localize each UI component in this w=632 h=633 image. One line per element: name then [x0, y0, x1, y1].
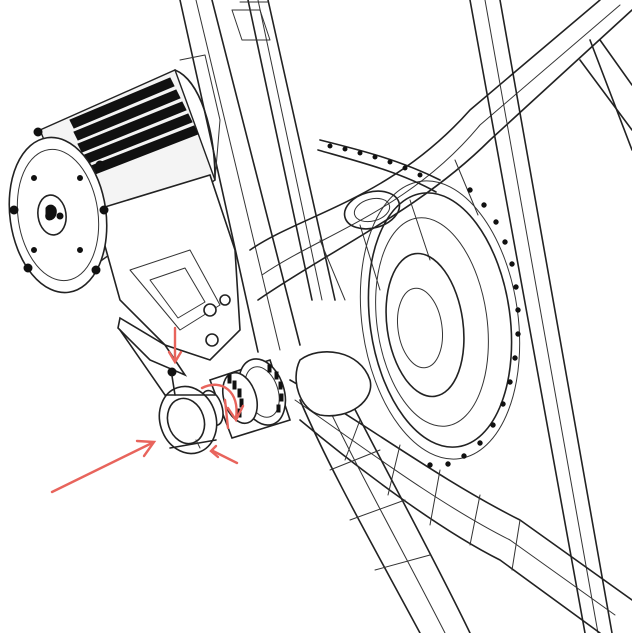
chainring-icon: [317, 139, 521, 468]
motor-icon: [8, 54, 241, 396]
arrow-pinch-bolt: [167, 326, 183, 365]
annotation-arrows: [50, 326, 245, 494]
arrow-collar-main: [50, 439, 157, 494]
arrow-collar-slot: [209, 444, 239, 465]
bottom-bracket-assembly: [158, 358, 292, 455]
locking-collar-icon: [158, 367, 218, 455]
arrow-rotate-direction: [200, 383, 245, 430]
bike-frame: [179, 0, 632, 633]
